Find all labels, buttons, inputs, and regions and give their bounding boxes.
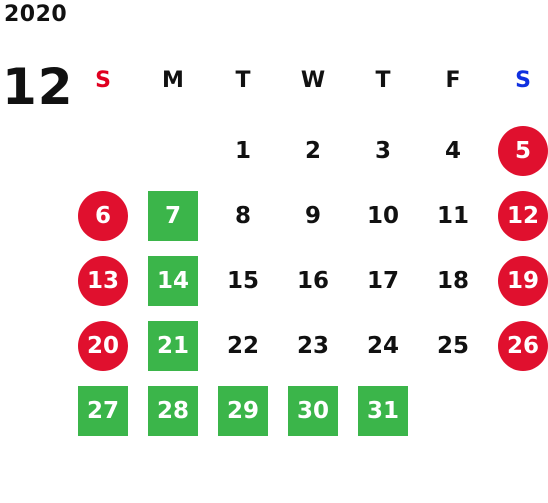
day-21[interactable]: 21 xyxy=(148,321,198,371)
day-23[interactable]: 23 xyxy=(296,333,329,359)
day-26[interactable]: 26 xyxy=(498,321,548,371)
weekday-wednesday: W xyxy=(300,68,326,93)
day-29[interactable]: 29 xyxy=(218,386,268,436)
day-7[interactable]: 7 xyxy=(148,191,198,241)
month-number: 12 xyxy=(2,58,74,116)
day-1[interactable]: 1 xyxy=(234,138,251,164)
day-10[interactable]: 10 xyxy=(366,203,399,229)
weekday-friday: F xyxy=(445,68,461,93)
day-24[interactable]: 24 xyxy=(366,333,399,359)
day-14[interactable]: 14 xyxy=(148,256,198,306)
day-18[interactable]: 18 xyxy=(436,268,469,294)
day-5[interactable]: 5 xyxy=(498,126,548,176)
day-31[interactable]: 31 xyxy=(358,386,408,436)
weekday-sunday: S xyxy=(95,68,111,93)
day-6[interactable]: 6 xyxy=(78,191,128,241)
day-22[interactable]: 22 xyxy=(226,333,259,359)
weekday-thursday: T xyxy=(375,68,391,93)
day-30[interactable]: 30 xyxy=(288,386,338,436)
weekday-saturday: S xyxy=(515,68,531,93)
day-17[interactable]: 17 xyxy=(366,268,399,294)
day-28[interactable]: 28 xyxy=(148,386,198,436)
day-25[interactable]: 25 xyxy=(436,333,469,359)
day-15[interactable]: 15 xyxy=(226,268,259,294)
day-3[interactable]: 3 xyxy=(374,138,391,164)
day-19[interactable]: 19 xyxy=(498,256,548,306)
day-4[interactable]: 4 xyxy=(444,138,461,164)
day-20[interactable]: 20 xyxy=(78,321,128,371)
day-9[interactable]: 9 xyxy=(304,203,321,229)
day-2[interactable]: 2 xyxy=(304,138,321,164)
day-13[interactable]: 13 xyxy=(78,256,128,306)
day-8[interactable]: 8 xyxy=(234,203,251,229)
day-27[interactable]: 27 xyxy=(78,386,128,436)
weekday-tuesday: T xyxy=(235,68,251,93)
day-11[interactable]: 11 xyxy=(436,203,469,229)
year-label: 2020 xyxy=(4,2,68,27)
weekday-monday: M xyxy=(162,68,184,93)
day-12[interactable]: 12 xyxy=(498,191,548,241)
day-16[interactable]: 16 xyxy=(296,268,329,294)
